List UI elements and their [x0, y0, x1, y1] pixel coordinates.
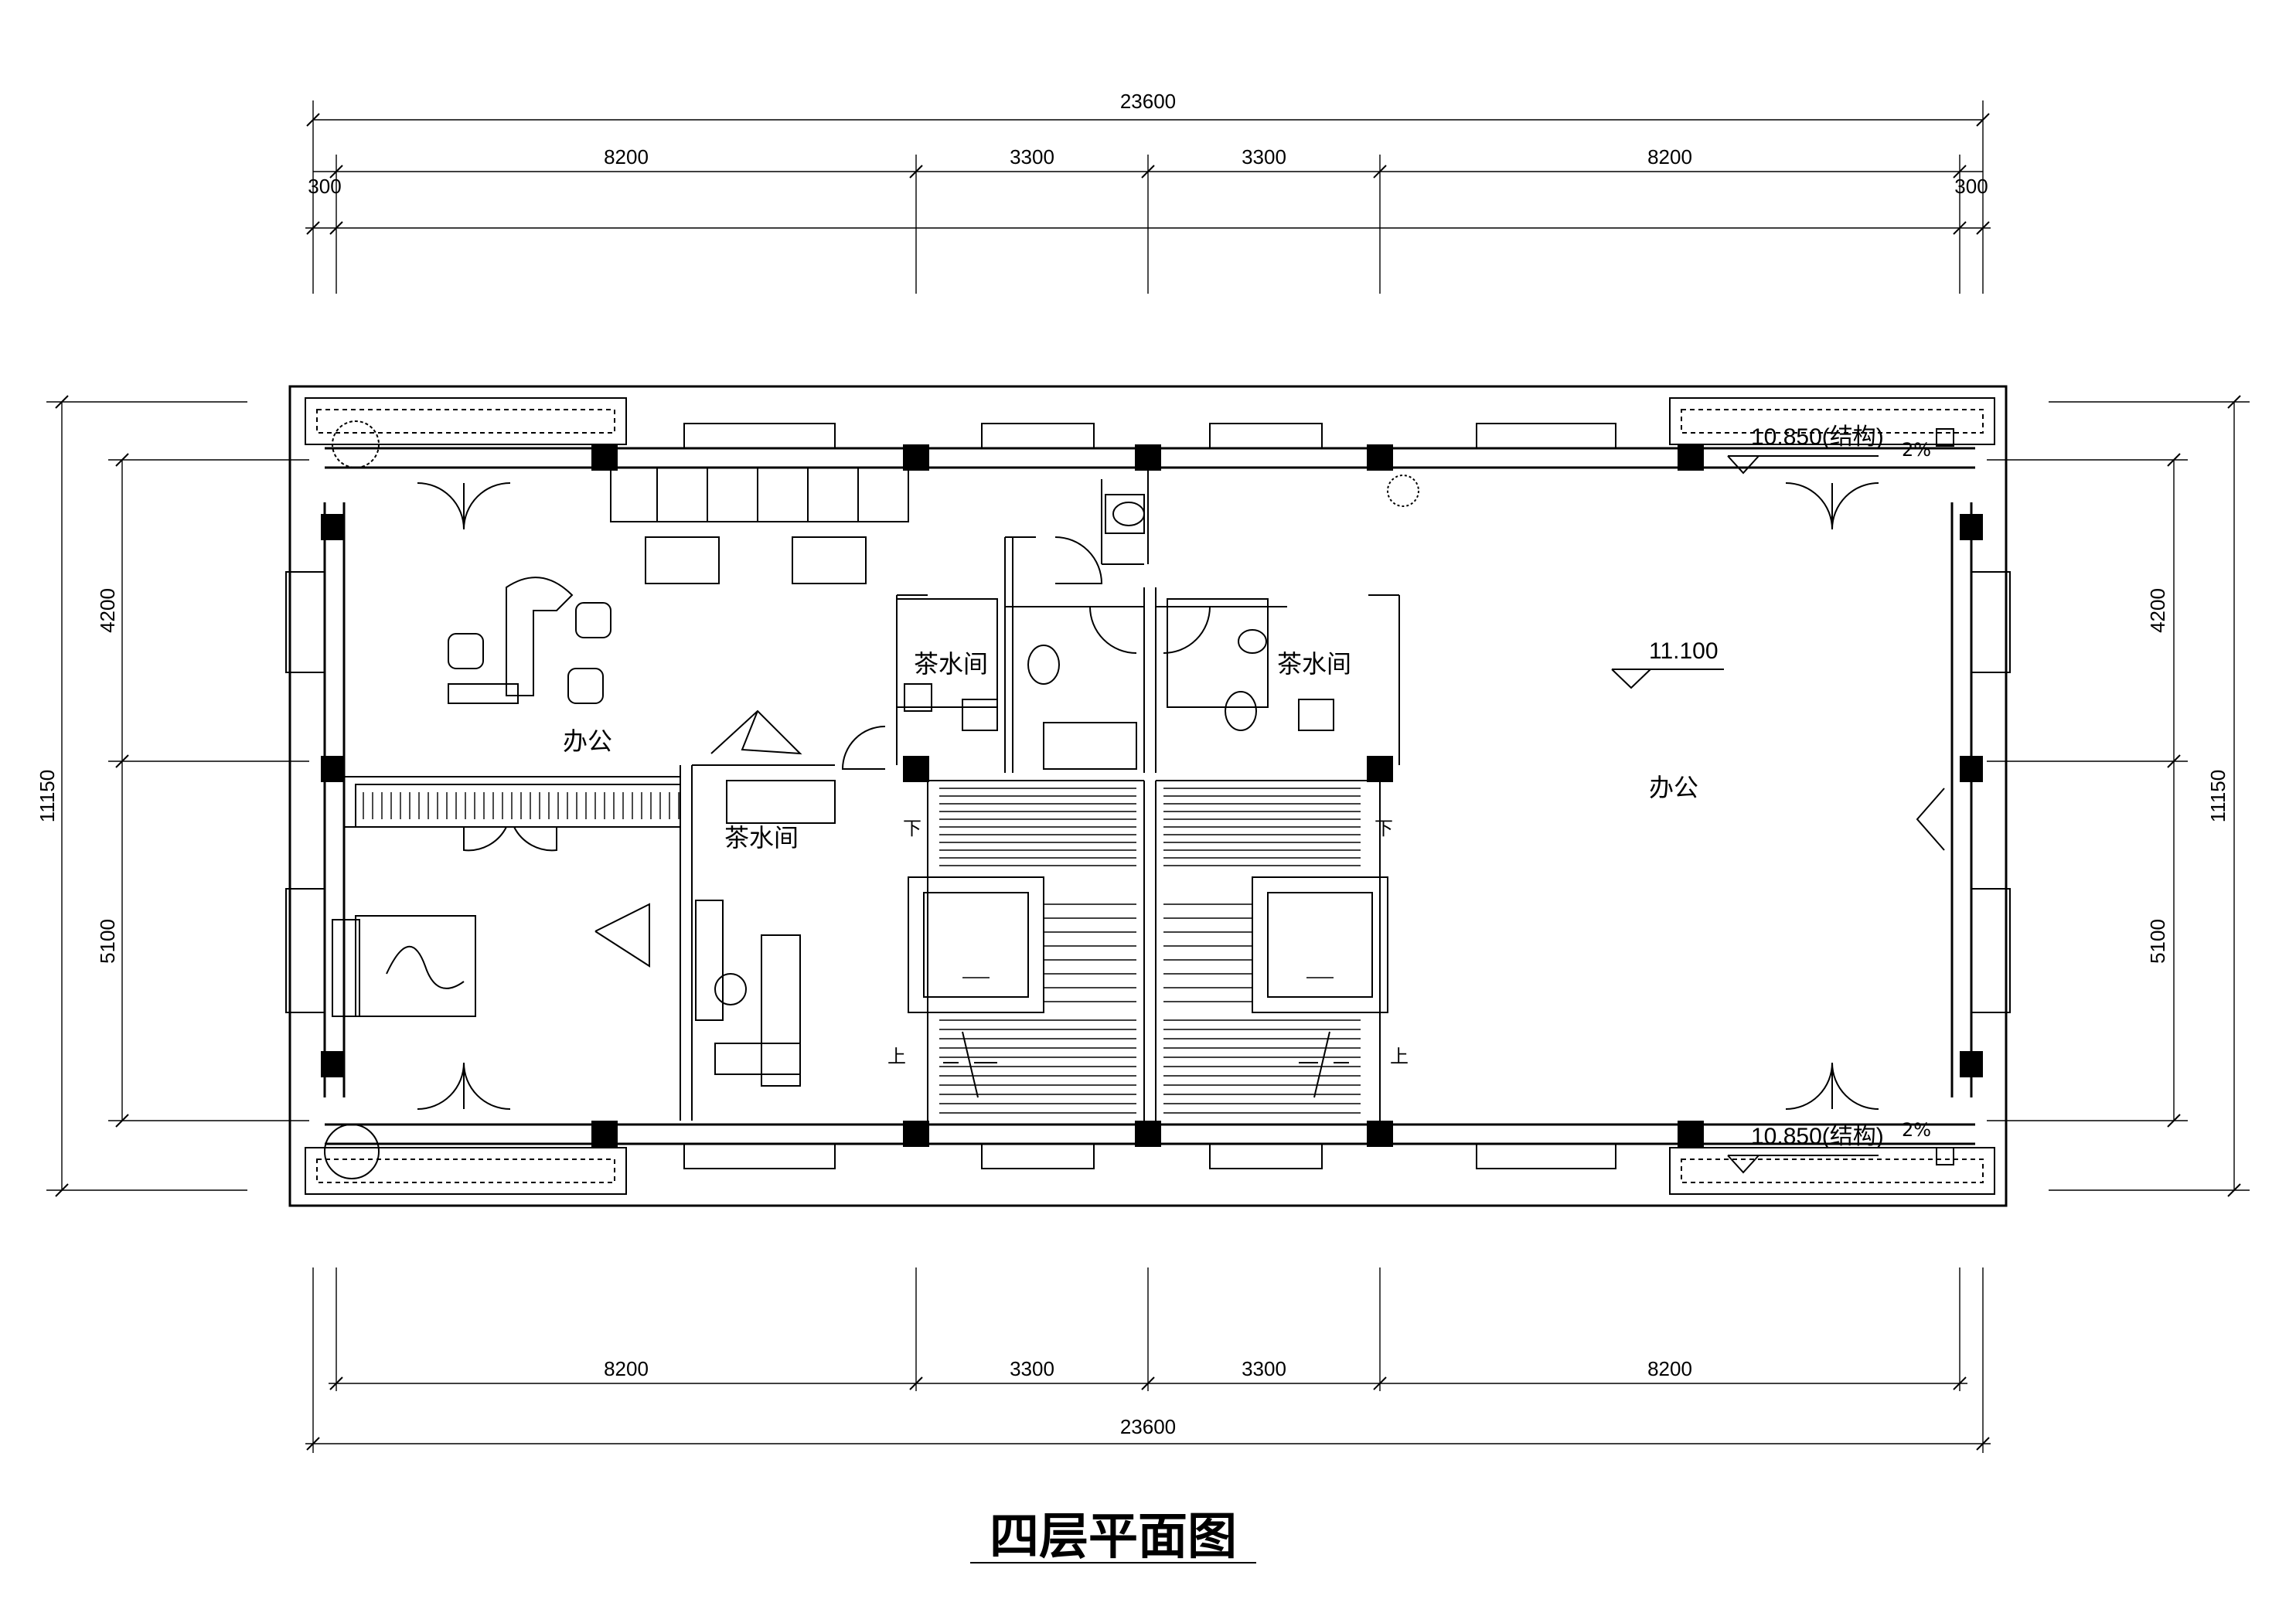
- elevation-floor: 11.100: [1649, 638, 1719, 664]
- dim-right-seg-2: 5100: [2146, 919, 2169, 964]
- room-label-tea-room-3: 茶水间: [724, 823, 799, 852]
- dim-left-seg-2: 5100: [96, 919, 119, 964]
- dim-seg-bottom-4: 8200: [1647, 1357, 1692, 1380]
- slope-bottom: 2%: [1902, 1119, 1931, 1141]
- dim-total-bottom: 23600: [1120, 1415, 1176, 1438]
- dim-seg-top-3: 3300: [1242, 145, 1286, 168]
- stair-direction-labels: 下 上 下 上: [887, 818, 1409, 1067]
- stair-right-down: 下: [1375, 818, 1393, 839]
- room-label-office-left: 办公: [563, 726, 612, 756]
- dim-left-seg-1: 4200: [96, 588, 119, 633]
- dim-seg-bottom-3: 3300: [1242, 1357, 1286, 1380]
- slope-top: 2%: [1902, 439, 1931, 461]
- bottom-dimensions: 8200 3300 3300 8200 23600: [305, 1267, 1991, 1453]
- elevation-marks: 11.100 10.850(结构) 10.850(结构) 2% 2%: [1611, 424, 1954, 1174]
- dim-right-total: 11150: [2206, 770, 2230, 822]
- room-labels: 办公 办公 茶水间 茶水间 茶水间: [563, 649, 1698, 852]
- dim-seg-top-2: 3300: [1010, 145, 1054, 168]
- room-label-office-right: 办公: [1649, 773, 1698, 802]
- stair-right-up: 上: [1390, 1046, 1409, 1067]
- dim-edge-right: 300: [1954, 175, 1988, 198]
- dim-right-seg-1: 4200: [2146, 588, 2169, 633]
- drawing-title: 四层平面图: [990, 1509, 1237, 1566]
- dim-left-total: 11150: [36, 770, 59, 822]
- stairs: [908, 788, 1388, 1114]
- elevation-balcony-bottom: 10.850(结构): [1751, 1124, 1884, 1149]
- dim-seg-top-1: 8200: [604, 145, 649, 168]
- dim-seg-bottom-1: 8200: [604, 1357, 649, 1380]
- dim-seg-bottom-2: 3300: [1010, 1357, 1054, 1380]
- top-dimensions: 23600 8200 3300 3300 8200 300 300: [305, 90, 1991, 294]
- room-label-tea-room-1: 茶水间: [914, 649, 988, 679]
- stair-left-down: 下: [903, 818, 921, 839]
- dim-total-top: 23600: [1120, 90, 1176, 113]
- side-dimensions: 11150 4200 5100 11150 4200 5100: [36, 395, 2250, 1197]
- furniture: [324, 420, 1419, 1179]
- room-label-tea-room-2: 茶水间: [1277, 649, 1351, 679]
- doors: [417, 482, 1945, 1110]
- structural-columns: [321, 444, 1983, 1147]
- dim-edge-left: 300: [308, 175, 341, 198]
- elevation-balcony-top: 10.850(结构): [1751, 424, 1884, 450]
- dim-seg-top-4: 8200: [1647, 145, 1692, 168]
- stair-left-up: 上: [887, 1046, 906, 1067]
